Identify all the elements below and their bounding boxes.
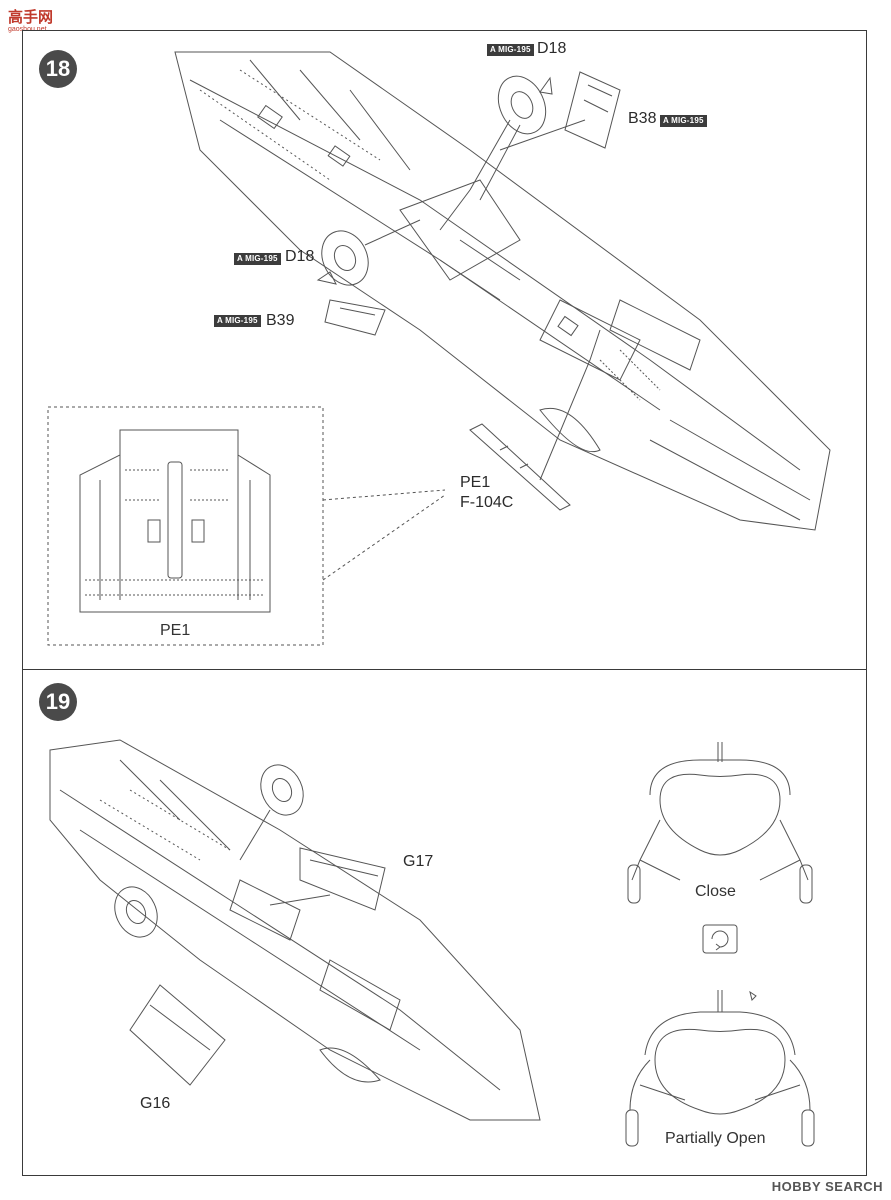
- rotate-icon: [702, 924, 738, 954]
- step18-d18-top-part: [539, 76, 553, 95]
- hobby-search-watermark: HOBBY SEARCH: [771, 1179, 883, 1194]
- step18-main-wheel-left: [321, 219, 421, 286]
- step18-b38-arrow: [499, 119, 586, 151]
- view-label-partially-open: Partially Open: [665, 1130, 766, 1147]
- logo-url: gaoshou.net: [8, 26, 47, 33]
- part-label-g16: G16: [140, 1095, 171, 1112]
- part-label-pe1: PE1: [460, 474, 491, 491]
- step18-door-b38: [564, 71, 621, 149]
- step19-g17-arrow: [269, 894, 331, 906]
- part-tag-d18-top: A MIG-195: [487, 44, 534, 56]
- step18-fuselage-drawing: [174, 51, 831, 531]
- instruction-frame: [22, 30, 867, 1176]
- step18-pe1-leader: [539, 329, 601, 481]
- step19-door-g16: [129, 984, 226, 1086]
- step18-detail-leaders: [322, 489, 446, 581]
- step18-d18-left-part: [316, 271, 337, 285]
- part-tag-d18-left: A MIG-195: [234, 253, 281, 265]
- step18-main-wheel-right: [439, 75, 547, 231]
- part-tag-b39: A MIG-195: [214, 315, 261, 327]
- close-view-drawing: [627, 742, 813, 904]
- part-label-b38: B38: [628, 110, 657, 127]
- site-logo: 高手网 gaoshou.net: [4, 4, 74, 38]
- step19-wheel-top: [239, 764, 304, 861]
- detail-caption-pe1: PE1: [160, 622, 191, 639]
- step-number-19: 19: [39, 683, 77, 721]
- view-label-close: Close: [695, 883, 736, 900]
- partially-open-view-drawing: [625, 990, 815, 1147]
- step19-fuselage-drawing: [49, 739, 541, 1121]
- step19-door-g17: [299, 847, 386, 911]
- step18-detail-box: [47, 406, 324, 646]
- step18-door-b39: [324, 299, 386, 336]
- step18-pe1-strip: [469, 423, 571, 511]
- part-label-g17: G17: [403, 853, 434, 870]
- step-divider: [22, 669, 867, 670]
- part-label-d18-top: D18: [537, 40, 567, 57]
- step19-wheel-left: [114, 886, 158, 938]
- step-number-18: 18: [39, 50, 77, 88]
- step18-detail-drawing: [79, 429, 271, 613]
- part-label-d18-left: D18: [285, 248, 315, 265]
- part-label-pe1-variant: F-104C: [460, 494, 514, 511]
- part-label-b39: B39: [266, 312, 295, 329]
- logo-text: 高手网: [8, 8, 54, 26]
- part-tag-b38: A MIG-195: [660, 115, 707, 127]
